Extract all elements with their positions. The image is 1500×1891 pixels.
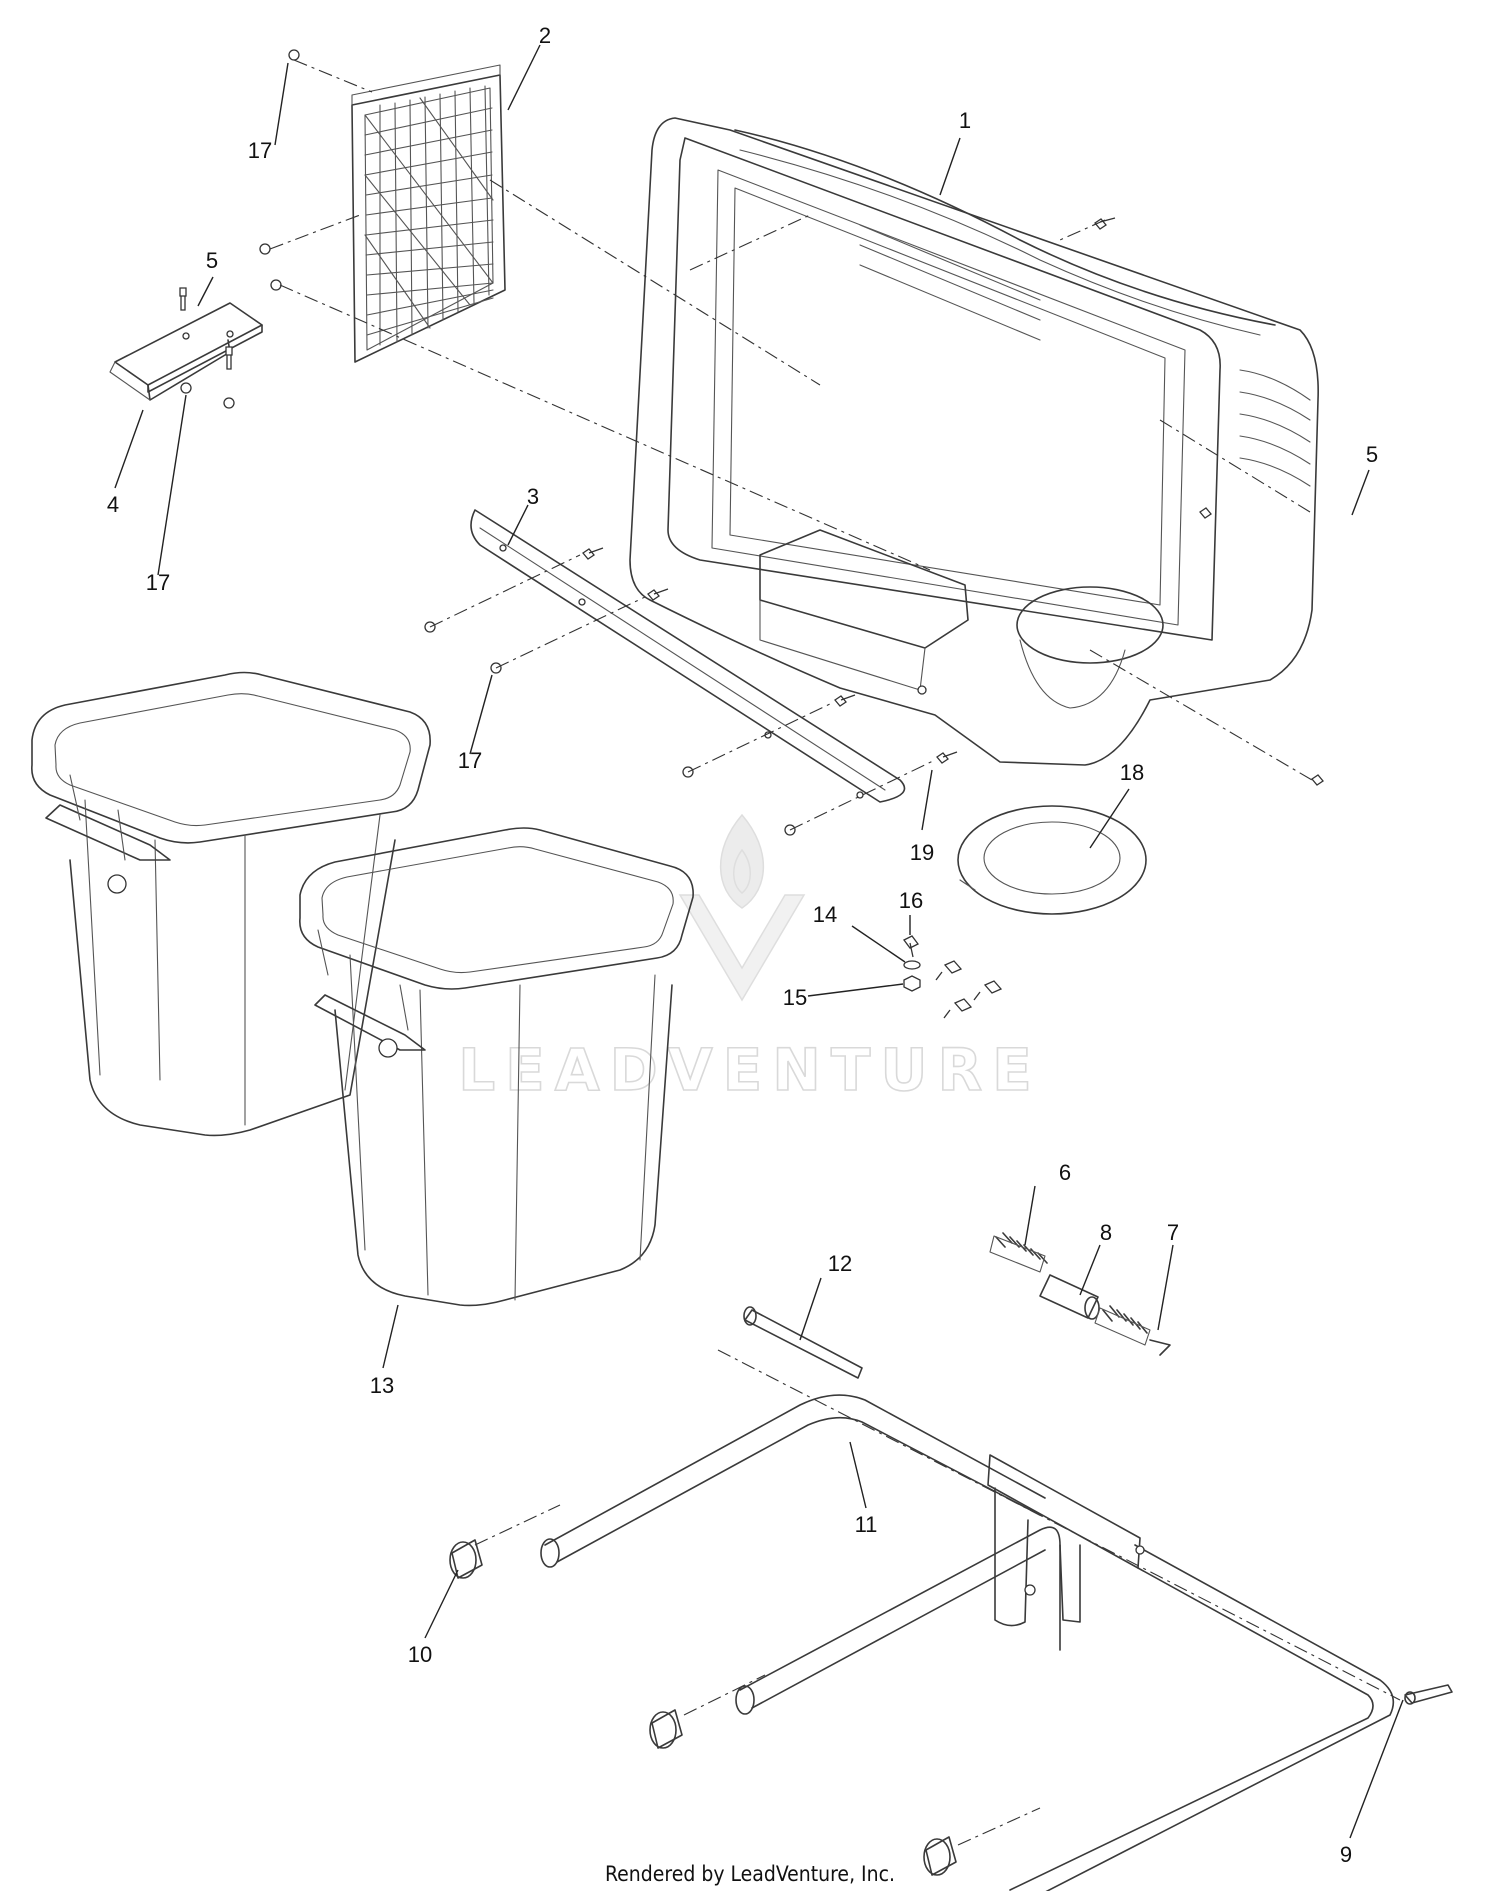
callouts: 1 2 3 4 5 5 6 7 8 9 10 11 12 13 14 15 16… xyxy=(107,23,1378,1867)
callout-17c: 17 xyxy=(458,748,482,773)
callout-13: 13 xyxy=(370,1373,394,1398)
bolt-icon xyxy=(179,287,187,311)
nut-icon xyxy=(259,243,271,255)
callout-7: 7 xyxy=(1167,1220,1179,1245)
bolt-icon xyxy=(943,998,973,1019)
callout-18: 18 xyxy=(1120,760,1144,785)
callout-19: 19 xyxy=(910,840,934,865)
callout-9: 9 xyxy=(1340,1842,1352,1867)
callout-15: 15 xyxy=(783,985,807,1010)
part-4-plate xyxy=(109,302,263,401)
callout-6: 6 xyxy=(1059,1160,1071,1185)
watermark-v-mark-icon xyxy=(678,894,806,1002)
callout-5a: 5 xyxy=(206,248,218,273)
callout-3: 3 xyxy=(527,484,539,509)
part-6-spring xyxy=(989,1232,1048,1273)
callout-16: 16 xyxy=(899,888,923,913)
bolt-icon xyxy=(935,960,963,981)
callout-4: 4 xyxy=(107,492,119,517)
bolt-icon xyxy=(225,346,233,370)
part-9-hairpin-clip xyxy=(1404,1684,1453,1705)
callout-5b: 5 xyxy=(1366,442,1378,467)
watermark-flame-icon xyxy=(719,813,765,909)
basket-rear xyxy=(31,671,431,1137)
part-11-frame xyxy=(540,1394,1395,1891)
nut-icon xyxy=(223,397,235,409)
part-12-pivot-rod xyxy=(743,1306,863,1379)
washer-14-icon xyxy=(903,960,921,970)
leader-lines xyxy=(114,44,1404,1839)
callout-17a: 17 xyxy=(248,138,272,163)
nut-icon xyxy=(288,49,300,61)
callout-11: 11 xyxy=(855,1512,878,1537)
part-18-gasket xyxy=(957,805,1147,915)
nut-icon xyxy=(180,382,192,394)
bolt-16-icon xyxy=(903,935,919,958)
bolt-icon xyxy=(973,980,1003,1001)
watermark: LEADVENTURE xyxy=(457,813,1042,1105)
basket-front xyxy=(299,827,694,1307)
part-7-spring xyxy=(1094,1305,1171,1356)
callout-2: 2 xyxy=(539,23,551,48)
part-8-spacer xyxy=(1039,1274,1100,1320)
nut-icon xyxy=(270,279,282,291)
screw-icon xyxy=(582,547,604,560)
callout-1: 1 xyxy=(959,108,971,133)
screw-icon xyxy=(1311,774,1324,786)
part-10-caps xyxy=(449,1539,957,1876)
watermark-brand-text: LEADVENTURE xyxy=(458,1036,1042,1104)
callout-8: 8 xyxy=(1100,1220,1112,1245)
part-13-baskets xyxy=(31,671,694,1307)
callout-14: 14 xyxy=(813,902,837,927)
callout-12: 12 xyxy=(828,1251,852,1276)
callout-10: 10 xyxy=(408,1642,432,1667)
callout-17b: 17 xyxy=(146,570,170,595)
screw-icon xyxy=(834,694,856,707)
screw-icon xyxy=(936,751,958,764)
part-1-bagger-hopper xyxy=(629,117,1319,766)
screw-icon xyxy=(647,588,669,601)
part-2-screen xyxy=(351,64,506,363)
screw-icon xyxy=(1199,507,1212,519)
footer-credit: Rendered by LeadVenture, Inc. xyxy=(605,1862,895,1886)
hardware xyxy=(179,49,1324,1019)
nut-15-icon xyxy=(903,975,921,992)
part-3-bracket xyxy=(470,509,906,803)
